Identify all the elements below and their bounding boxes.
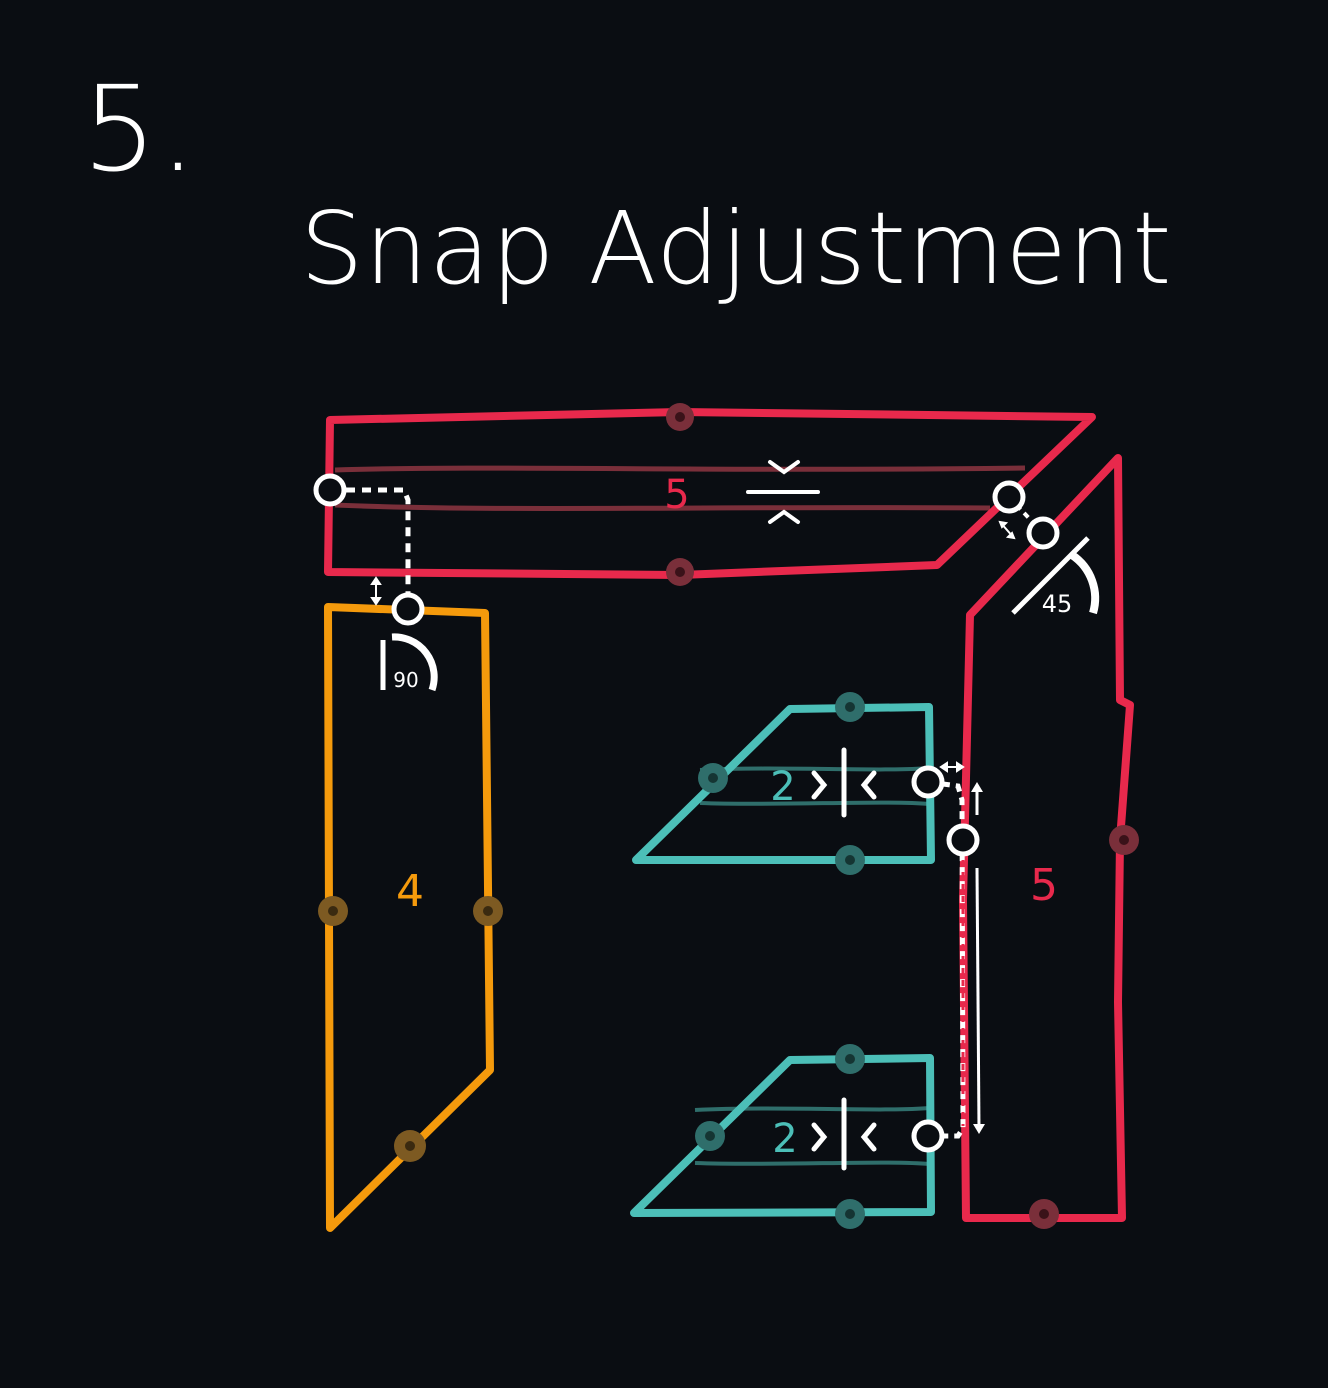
top-piece-label: 5 (664, 472, 689, 518)
teal-upper-guide-line-lower (699, 800, 931, 806)
teal-lower-snap-point-bottom[interactable] (835, 1199, 865, 1229)
corner-snap-connector[interactable] (992, 480, 1060, 550)
angle-45-label: 45 (1042, 590, 1073, 618)
teal-lower-snap-point-top[interactable] (835, 1044, 865, 1074)
diagram-title: Snap Adjustment (300, 190, 1173, 307)
angle-45-marker: 45 (1011, 536, 1100, 618)
teal-lower-label: 2 (772, 1116, 797, 1162)
right-red-outline (959, 454, 1134, 1222)
right-red-piece[interactable]: 5 (959, 454, 1139, 1229)
top-left-handle[interactable] (313, 473, 347, 507)
teal-upper-piece[interactable]: 2 (632, 692, 935, 875)
angle-90-marker: 90 (380, 633, 438, 692)
teal-lower-guide-line-upper (694, 1106, 931, 1112)
right-snap-point-side[interactable] (1109, 825, 1139, 855)
orange-top-handle[interactable] (391, 592, 425, 626)
teal-upper-handle[interactable] (911, 765, 945, 799)
top-red-outline (324, 408, 1096, 579)
compress-horizontal-icon (811, 747, 877, 818)
corner-handle-top[interactable] (992, 480, 1026, 514)
left-orange-piece[interactable]: 4 (318, 603, 503, 1232)
orange-snap-point-right[interactable] (473, 896, 503, 926)
teal-upper-outline (632, 703, 935, 864)
double-arrow-icon (998, 520, 1016, 540)
orange-snap-point-left[interactable] (318, 896, 348, 926)
vertical-double-arrow-icon (370, 576, 382, 606)
double-arrow-icon (939, 761, 965, 773)
top-snap-point-bottom[interactable] (666, 558, 694, 586)
right-snap-point-bottom[interactable] (1029, 1199, 1059, 1229)
step-number: 5. (82, 60, 199, 198)
top-left-snap-connector[interactable] (313, 473, 425, 626)
left-orange-outline (324, 603, 494, 1232)
teal-lower-outline (630, 1054, 935, 1217)
right-slide-handle[interactable] (946, 823, 980, 857)
top-snap-point-top[interactable] (666, 403, 694, 431)
right-slide-connector[interactable] (911, 761, 985, 1153)
angle-90-label: 90 (393, 668, 418, 692)
compress-horizontal-icon (811, 1097, 877, 1171)
right-piece-label: 5 (1030, 860, 1058, 911)
orange-snap-point-diagonal[interactable] (394, 1130, 426, 1162)
teal-upper-snap-point-bottom[interactable] (835, 845, 865, 875)
top-piece-guide-line-upper (334, 465, 1026, 473)
teal-upper-snap-point-top[interactable] (835, 692, 865, 722)
teal-lower-guide-line-lower (694, 1160, 931, 1166)
teal-upper-label: 2 (770, 764, 795, 810)
teal-upper-snap-point-left[interactable] (698, 763, 728, 793)
teal-lower-handle[interactable] (911, 1119, 945, 1153)
teal-lower-snap-point-left[interactable] (695, 1121, 725, 1151)
top-red-piece[interactable]: 5 (324, 403, 1096, 586)
corner-handle-bottom[interactable] (1026, 516, 1060, 550)
compress-vertical-icon (746, 460, 820, 524)
teal-lower-piece[interactable]: 2 (630, 1044, 935, 1229)
top-piece-guide-line-lower (334, 502, 991, 512)
left-piece-label: 4 (396, 866, 424, 917)
